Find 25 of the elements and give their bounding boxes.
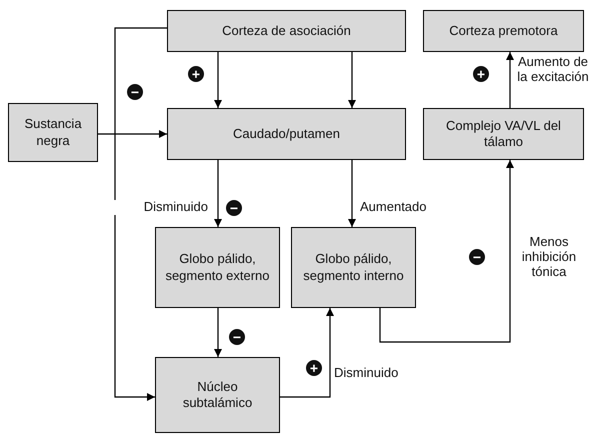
- arrow: [348, 160, 356, 227]
- arrow: [114, 27, 167, 401]
- process-box: Complejo VA/VL del tálamo: [423, 108, 584, 160]
- arrow: [214, 52, 222, 108]
- process-box: Globo pálido, segmento interno: [291, 227, 416, 308]
- process-box: Corteza de asociación: [167, 10, 406, 52]
- arrow: [98, 130, 167, 138]
- sign-label: −: [127, 84, 143, 100]
- sign-label: −: [229, 329, 245, 345]
- process-box: Corteza premotora: [423, 10, 584, 52]
- arrow: [280, 308, 334, 398]
- process-box: Sustancia negra: [8, 103, 98, 162]
- sign-label: −: [226, 200, 242, 216]
- sign-label: +: [306, 360, 322, 376]
- process-box: Caudado/putamen: [167, 108, 406, 160]
- arrow: [214, 308, 222, 357]
- arrow: [379, 160, 514, 343]
- sign-label: +: [473, 66, 489, 82]
- process-box: Globo pálido, segmento externo: [155, 227, 280, 308]
- arrow: [348, 52, 356, 108]
- arrow: [506, 52, 514, 108]
- process-box: Núcleo subtalámico: [155, 357, 280, 433]
- sign-label: −: [469, 249, 485, 265]
- sign-label: +: [188, 66, 204, 82]
- arrow: [214, 160, 222, 227]
